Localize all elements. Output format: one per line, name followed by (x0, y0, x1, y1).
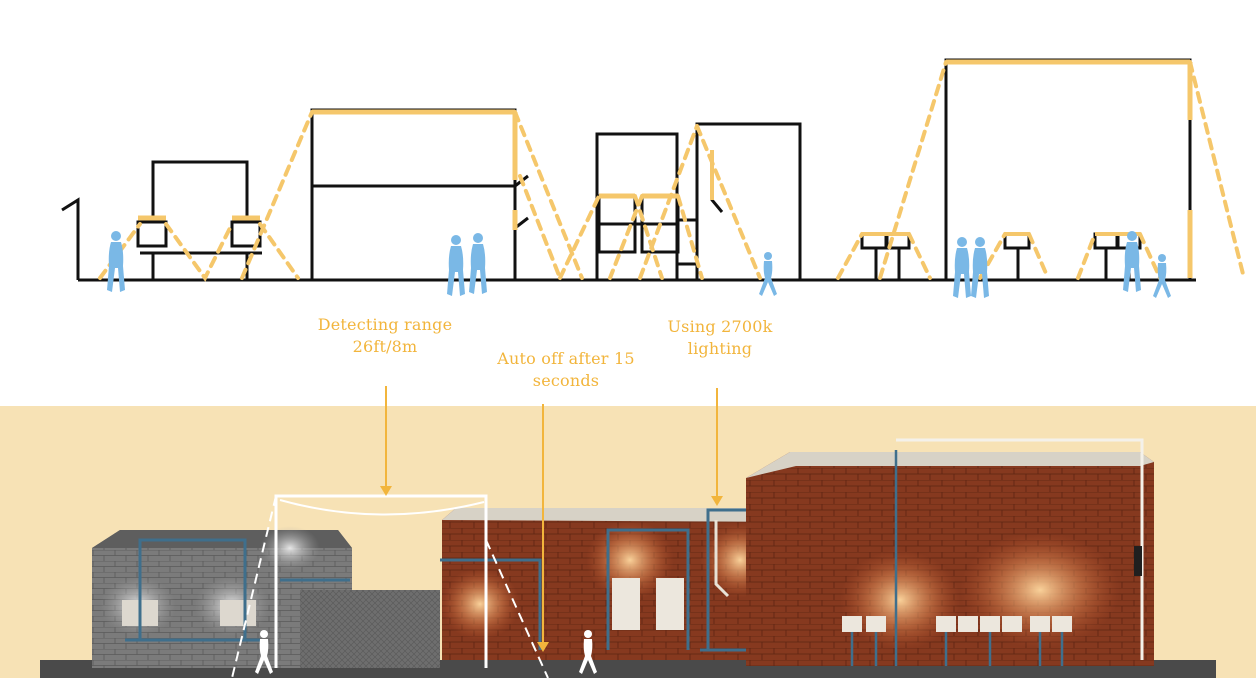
annotation-lighting-line2: lighting (660, 338, 780, 360)
people-top (107, 231, 1171, 298)
person-silhouette-icon (107, 231, 125, 292)
person-silhouette-icon (953, 237, 971, 298)
annotation-auto-off: Auto off after 15 seconds (478, 348, 654, 392)
moon-icon (102, 22, 162, 91)
person-silhouette-icon (1153, 254, 1171, 298)
person-silhouette-icon (971, 237, 989, 298)
person-silhouette-icon (1123, 231, 1141, 292)
annotation-detecting-range-line1: Detecting range (300, 314, 470, 336)
rendered-perspective (0, 406, 1256, 678)
annotation-detecting-range-line2: 26ft/8m (300, 336, 470, 358)
person-silhouette-icon (759, 252, 777, 296)
building-1 (138, 162, 262, 280)
section-elevation (62, 22, 1244, 298)
person-silhouette-icon (469, 233, 487, 294)
light-cones (100, 62, 1244, 278)
annotation-detecting-range: Detecting range 26ft/8m (300, 314, 470, 358)
person-silhouette-icon (447, 235, 465, 296)
annotation-lighting-line1: Using 2700k (660, 316, 780, 338)
annotation-auto-off-line2: seconds (478, 370, 654, 392)
annotation-lighting: Using 2700k lighting (660, 316, 780, 360)
building-2 (312, 110, 528, 280)
annotation-auto-off-line1: Auto off after 15 (478, 348, 654, 370)
